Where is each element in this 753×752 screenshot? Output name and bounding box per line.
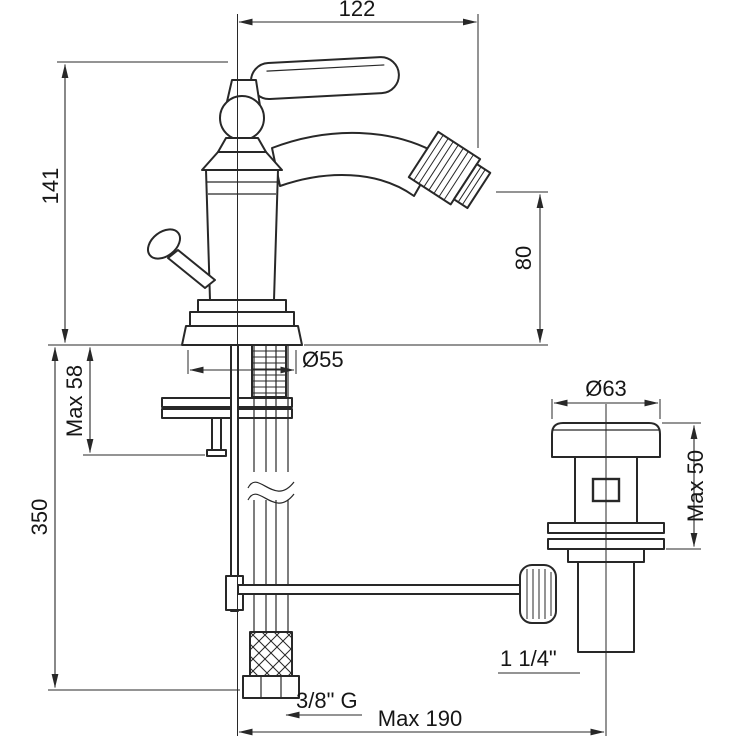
dimension-max58: Max 58 <box>62 347 205 456</box>
faucet-body <box>181 151 303 346</box>
dim-63-label: Ø63 <box>585 376 627 401</box>
dim-122-label: 122 <box>339 0 376 21</box>
faucet-spout <box>271 130 492 210</box>
dimension-350: 350 <box>27 347 240 691</box>
dim-80-label: 80 <box>511 246 536 270</box>
dimension-63: Ø63 <box>551 376 661 419</box>
popup-rod-horizontal <box>237 584 523 595</box>
dimension-80: 80 <box>304 191 548 346</box>
dimension-max50: Max 50 <box>662 422 708 550</box>
dim-141-label: 141 <box>38 168 63 205</box>
dimension-1-1-4: 1 1/4" <box>498 646 580 674</box>
dim-350-label: 350 <box>27 499 52 536</box>
dimension-3-8-g: 3/8" G <box>285 688 362 719</box>
dim-55-label: Ø55 <box>302 347 344 372</box>
rod-adjuster-knob <box>519 564 557 624</box>
aerator <box>407 130 492 210</box>
dimension-141: 141 <box>38 61 228 346</box>
dimension-max190: Max 190 <box>238 706 605 736</box>
dim-max190-label: Max 190 <box>378 706 462 731</box>
supply-hoses <box>242 345 300 699</box>
dim-max58-label: Max 58 <box>62 365 87 437</box>
drain-assembly <box>519 422 665 653</box>
dim-1-1-4-label: 1 1/4" <box>500 646 557 671</box>
mounting-hardware <box>161 344 293 457</box>
hose-nut <box>242 675 300 699</box>
popup-control-lever <box>147 228 216 289</box>
faucet-handle <box>217 56 400 153</box>
dim-max50-label: Max 50 <box>683 450 708 522</box>
dimension-55: Ø55 <box>187 347 344 374</box>
dim-3-8-g-label: 3/8" G <box>296 688 358 713</box>
dimension-122: 122 <box>238 0 479 148</box>
